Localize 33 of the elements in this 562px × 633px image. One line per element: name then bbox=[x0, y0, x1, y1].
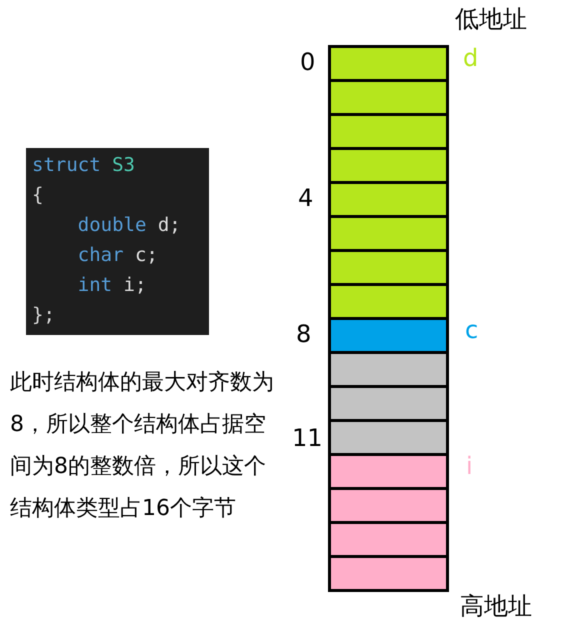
member-name: d bbox=[463, 44, 478, 72]
offset-number: 0 bbox=[300, 48, 316, 76]
code-line: int i; bbox=[76, 273, 148, 298]
memory-cell bbox=[328, 79, 449, 116]
code-line: }; bbox=[32, 303, 56, 328]
memory-cell bbox=[328, 385, 449, 422]
memory-cell bbox=[328, 351, 449, 388]
memory-cell bbox=[328, 215, 449, 252]
memory-cell bbox=[328, 181, 449, 218]
address-label: 低地址 bbox=[455, 4, 527, 35]
memory-cell bbox=[328, 555, 449, 592]
offset-number: 8 bbox=[296, 320, 312, 348]
offset-number: 4 bbox=[298, 184, 314, 212]
explanation-text: 此时结构体的最大对齐数为8，所以整个结构体占据空间为8的整数倍，所以这个结构体类型占16个字节 bbox=[10, 369, 275, 523]
memory-cell bbox=[328, 487, 449, 524]
memory-cell bbox=[328, 521, 449, 558]
code-line: { bbox=[32, 183, 44, 208]
memory-cell bbox=[328, 249, 449, 286]
member-name: c bbox=[465, 316, 478, 344]
offset-number: 11 bbox=[292, 424, 323, 452]
code-line: char c; bbox=[76, 243, 159, 268]
memory-cell bbox=[328, 453, 449, 490]
memory-cell bbox=[328, 45, 449, 82]
memory-cell bbox=[328, 113, 449, 150]
address-label: 高地址 bbox=[460, 591, 532, 622]
member-name: i bbox=[466, 452, 473, 480]
memory-cell bbox=[328, 317, 449, 354]
code-block bbox=[26, 148, 209, 335]
memory-cell bbox=[328, 283, 449, 320]
memory-cell bbox=[328, 419, 449, 456]
code-line: struct S3 bbox=[32, 153, 136, 178]
code-line: double d; bbox=[76, 213, 182, 238]
memory-cell bbox=[328, 147, 449, 184]
